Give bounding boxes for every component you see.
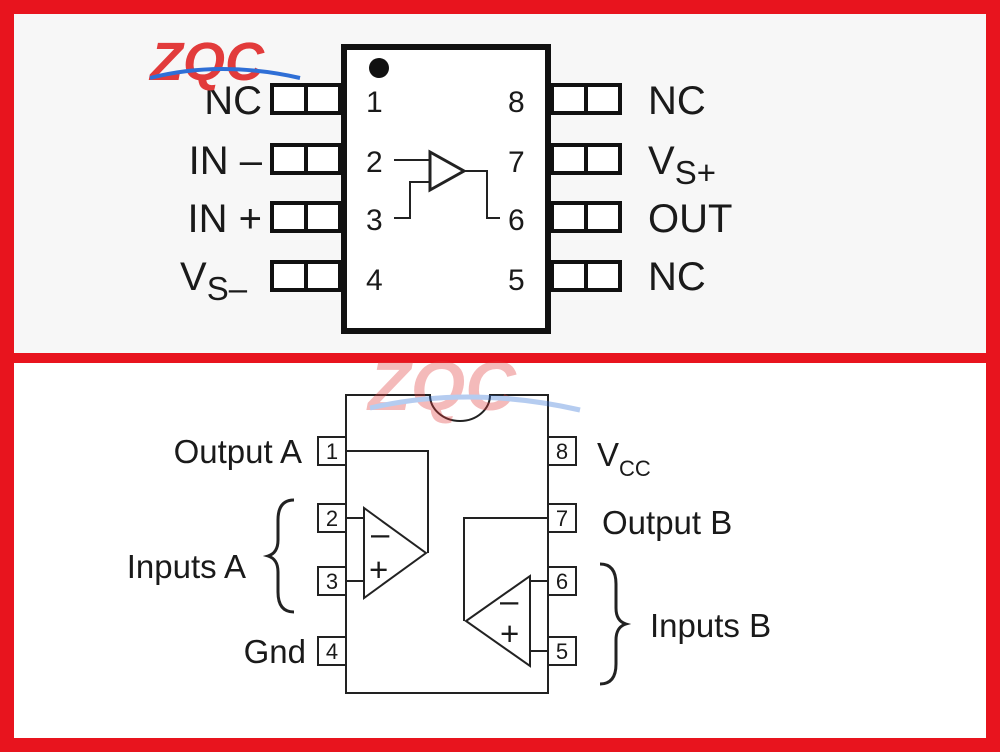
label-gnd: Gnd [244,633,306,670]
top-label-out: OUT [648,197,732,241]
watermark-logo-bottom: ZQC [366,347,581,425]
label-vcc: VCC [597,436,651,481]
top-wire-in-plus [394,181,430,219]
bottom-pin-box-2 [317,503,347,533]
top-label-nc-1: NC [204,79,262,123]
top-wire-out [464,170,500,219]
watermark-text-top: ZQC [148,32,265,92]
top-pin-num-1: 1 [366,86,383,119]
label-output-a: Output A [174,433,302,470]
top-label-vs-plus: VS+ [648,139,716,191]
top-chip: 1 2 3 4 8 7 6 5 NC IN – IN + VS– NC VS+ … [180,44,732,334]
opamp-b [463,517,548,668]
opamp-a [346,450,429,600]
opamp-b-wire-out [463,517,548,621]
inputs-b-brace [599,562,632,686]
top-pin-num-8: 8 [508,86,525,119]
bottom-pin-num-2: 2 [326,506,338,531]
bottom-pin-num-4: 4 [326,639,338,664]
top-label-nc-5: NC [648,255,706,299]
opamp-b-minus: – [500,582,519,619]
bottom-pin-num-5: 5 [556,639,568,664]
label-inputs-b: Inputs B [650,607,771,644]
bottom-pin-num-8: 8 [556,439,568,464]
bottom-pin-num-1: 1 [326,439,338,464]
top-left-pads [270,83,342,292]
top-pin-num-4: 4 [366,264,383,297]
top-label-nc-8: NC [648,79,706,123]
opamp-b-plus: + [500,615,519,652]
opamp-a-triangle [363,506,428,600]
watermark-swoosh-top [149,67,301,80]
top-right-pads [550,83,622,292]
bottom-pin-box-6 [547,566,577,596]
top-label-vs-minus: VS– [180,255,248,307]
bottom-pin-num-6: 6 [556,569,568,594]
opamp-a-wire-out [346,450,429,553]
top-pin-num-5: 5 [508,264,525,297]
label-inputs-a: Inputs A [127,548,246,585]
opamp-b-triangle [464,574,531,668]
top-pin-num-6: 6 [508,204,525,237]
bottom-pin-num-3: 3 [326,569,338,594]
bottom-pin-box-1 [317,436,347,466]
watermark-logo-top: ZQC [148,32,301,92]
opamp-a-minus: – [371,515,390,552]
top-chip-body [341,44,551,334]
bottom-pin-boxes [317,436,577,666]
bottom-chip: 1 2 3 4 8 7 6 5 – + – + Output A Input [127,394,771,694]
top-label-in-minus: IN – [189,139,263,183]
opamp-a-plus: + [369,551,388,588]
top-pin-num-2: 2 [366,146,383,179]
top-pin-num-3: 3 [366,204,383,237]
watermark-text-bottom: ZQC [366,347,517,425]
top-opamp-triangle [428,149,468,193]
bottom-pin-box-4 [317,636,347,666]
watermark-swoosh-bottom [369,394,581,413]
bottom-pin-box-8 [547,436,577,466]
bottom-pin-num-7: 7 [556,506,568,531]
top-pin-num-7: 7 [508,146,525,179]
label-output-b: Output B [602,504,732,541]
inputs-a-brace [262,498,295,614]
top-opamp-symbol [394,149,500,219]
pin1-dot [369,58,389,78]
top-label-in-plus: IN + [188,197,262,241]
